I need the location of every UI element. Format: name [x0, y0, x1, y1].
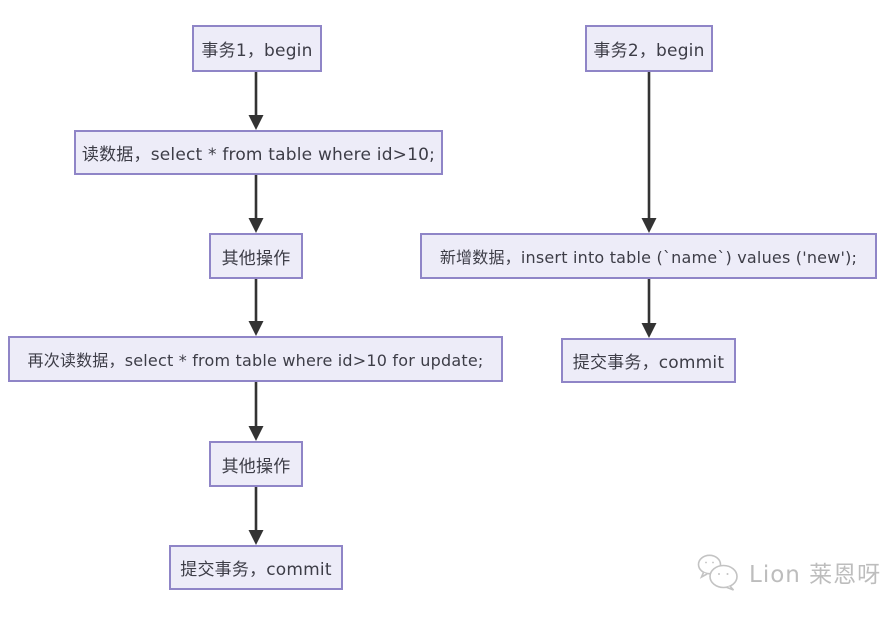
- node-transaction1-commit: 提交事务，commit: [169, 545, 343, 590]
- node-transaction2-commit: 提交事务，commit: [561, 338, 736, 383]
- node-transaction1-other-op-1: 其他操作: [209, 233, 303, 279]
- arrow-t2-begin-to-insert: [641, 72, 657, 233]
- arrow-t1-other1-to-read2: [248, 279, 264, 336]
- wechat-icon: [697, 554, 738, 591]
- node-transaction1-begin: 事务1，begin: [192, 25, 322, 72]
- node-transaction1-read: 读数据，select * from table where id>10;: [74, 130, 443, 175]
- arrow-t2-insert-to-commit: [641, 279, 657, 338]
- watermark: Lion 莱恩呀: [696, 552, 881, 592]
- node-transaction1-other-op-2: 其他操作: [209, 441, 303, 487]
- arrow-t1-other2-to-commit: [248, 487, 264, 545]
- node-transaction2-insert: 新增数据，insert into table (`name`) values (…: [420, 233, 877, 279]
- watermark-text: Lion 莱恩呀: [749, 562, 882, 588]
- node-transaction2-begin: 事务2，begin: [585, 25, 713, 72]
- arrow-t1-read-to-other1: [248, 175, 264, 233]
- arrow-t1-begin-to-read: [248, 72, 264, 130]
- node-transaction1-read-again: 再次读数据，select * from table where id>10 fo…: [8, 336, 503, 382]
- arrow-t1-read2-to-other2: [248, 382, 264, 441]
